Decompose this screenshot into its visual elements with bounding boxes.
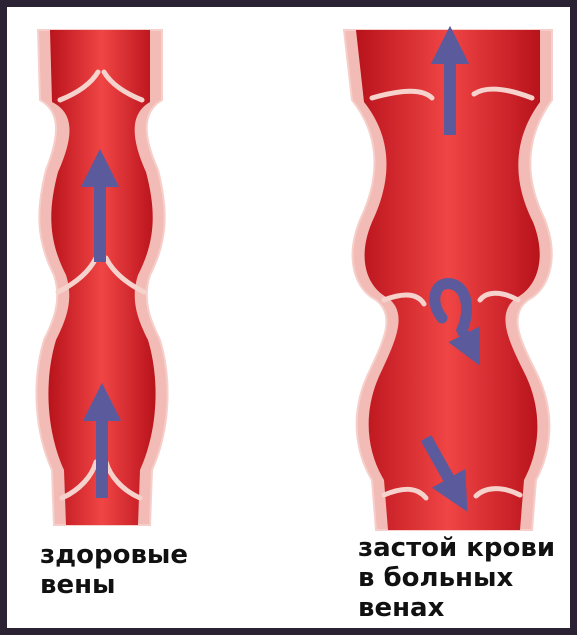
healthy-caption-line-1: здоровые	[40, 540, 188, 570]
diseased-vein	[344, 30, 552, 530]
healthy-vein	[36, 30, 167, 525]
diseased-caption-line-2: в больных	[358, 563, 555, 593]
healthy-caption-line-2: вены	[40, 570, 188, 600]
diseased-caption-line-3: венах	[358, 593, 555, 623]
healthy-vein-caption: здоровые вены	[40, 540, 188, 600]
diseased-caption-line-1: застой крови	[358, 533, 555, 563]
diseased-vein-caption: застой крови в больных венах	[358, 533, 555, 623]
